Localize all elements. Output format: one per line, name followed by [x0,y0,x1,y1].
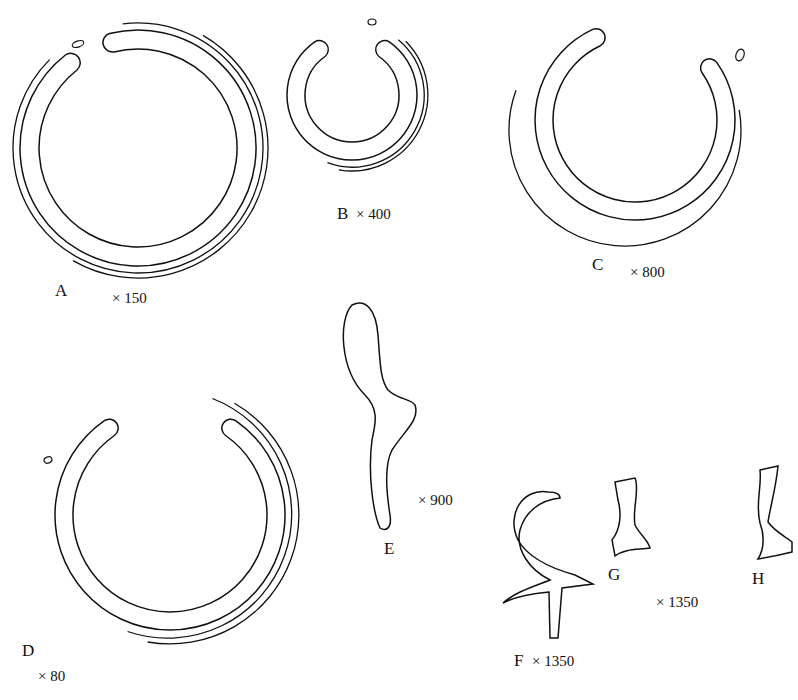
magnification-label: × 400 [356,206,391,223]
c-shaped-spicule [535,29,735,220]
magnification-label: × 80 [38,668,65,685]
magnification-label: × 900 [418,492,453,509]
figure-letter: G [608,566,620,585]
spicule-outline [612,478,650,556]
c-shaped-spicule [55,419,285,630]
figure-letter: A [55,282,67,301]
small-oval [43,456,53,464]
small-oval [368,19,376,25]
magnification-label: × 1350 [656,594,698,611]
c-shaped-spicule [20,30,256,266]
small-oval [734,48,746,62]
figure-letter: B [337,205,348,224]
figure-letter: H [752,570,764,589]
spicule-outline [758,466,792,559]
spicule-outline [343,303,416,529]
spicule-outline [503,492,593,638]
c-shaped-spicule [287,41,417,160]
magnification-label: × 150 [112,290,147,307]
figure-letter: F [514,652,523,671]
figure-letter: D [22,642,34,661]
small-oval [71,39,84,49]
figure-letter: C [592,256,603,275]
sheath-line [13,23,263,273]
magnification-label: × 1350 [532,653,574,670]
magnification-label: × 800 [630,264,665,281]
figure-letter: E [384,540,394,559]
